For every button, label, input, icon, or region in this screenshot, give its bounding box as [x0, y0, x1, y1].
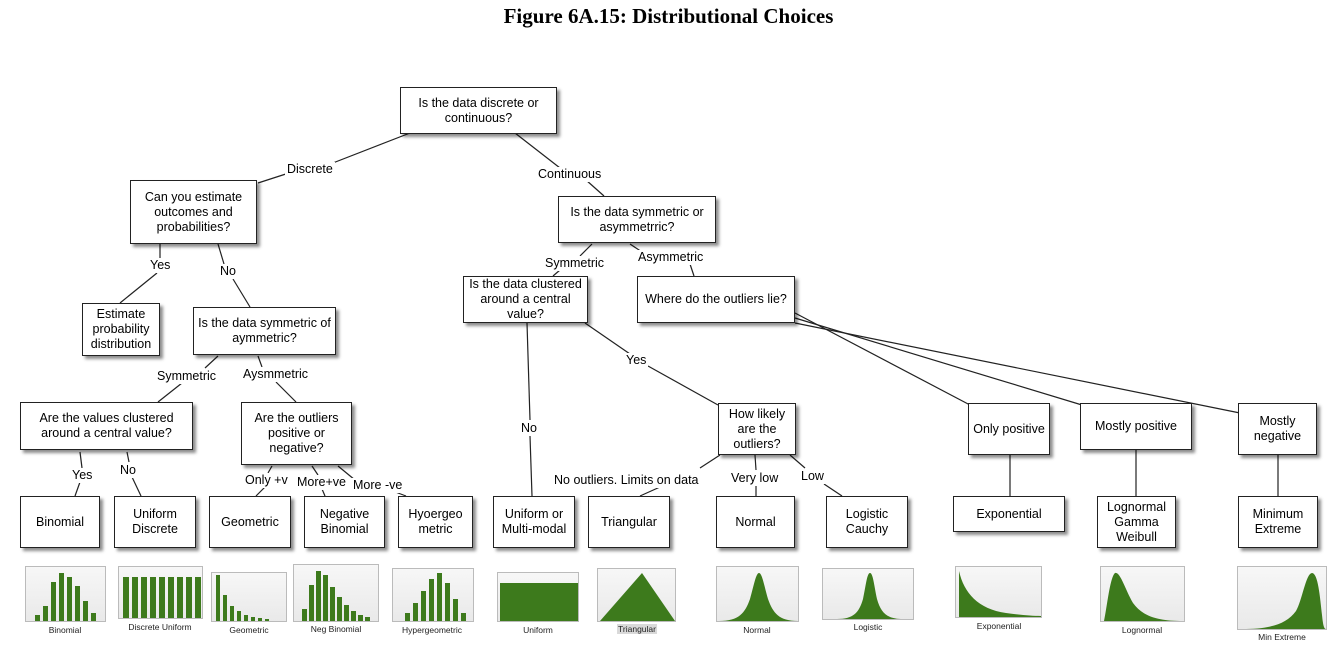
edge-label-no: No — [118, 463, 138, 478]
leaf-exponential: Exponential — [953, 496, 1065, 532]
edge-label-asymmetric: Asymmetric — [636, 250, 706, 265]
edge-label-more-positive: More+ve — [295, 475, 348, 490]
thumbnail-normal — [716, 566, 799, 622]
node-estimate-probability: Estimate probability distribution — [82, 303, 160, 356]
node-clustered-discrete: Are the values clustered around a centra… — [20, 402, 193, 450]
node-outliers-lie: Where do the outliers lie? — [637, 276, 795, 323]
thumbnail-geometric — [211, 572, 287, 622]
leaf-normal: Normal — [716, 496, 795, 548]
thumbnail-logistic — [822, 568, 914, 620]
thumbnail-label-geometric: Geometric — [229, 625, 269, 635]
edge-label-very-low: Very low — [729, 471, 781, 486]
node-discrete-symmetric: Is the data symmetric of aymmetric? — [193, 307, 336, 355]
edge-label-symmetric: Symmetric — [543, 256, 607, 271]
thumbnail-exponential — [955, 566, 1042, 618]
leaf-triangular: Triangular — [588, 496, 670, 548]
thumbnail-label-hypergeometric: Hypergeometric — [402, 625, 462, 635]
thumbnail-label-logistic: Logistic — [853, 622, 883, 632]
leaf-hypergeometric: Hyoergeo metric — [398, 496, 473, 548]
edge-label-low: Low — [799, 469, 826, 484]
leaf-logistic-cauchy: Logistic Cauchy — [826, 496, 908, 548]
leaf-binomial: Binomial — [20, 496, 100, 548]
edge-label-more-negative: More -ve — [351, 478, 405, 493]
thumbnail-label-min-extreme: Min Extreme — [1258, 632, 1306, 642]
node-estimate-outcomes: Can you estimate outcomes and probabilit… — [130, 180, 257, 244]
thumbnail-label-uniform: Uniform — [523, 625, 553, 635]
leaf-uniform-multimodal: Uniform or Multi-modal — [493, 496, 575, 548]
thumbnail-label-discrete-uniform: Discrete Uniform — [128, 622, 192, 632]
node-discrete-or-continuous: Is the data discrete or continuous? — [400, 87, 557, 134]
leaf-geometric: Geometric — [209, 496, 291, 548]
node-continuous-symmetric: Is the data symmetric or asymmetrric? — [558, 196, 716, 243]
node-how-likely: How likely are the outliers? — [718, 403, 796, 455]
leaf-minimum-extreme: Minimum Extreme — [1238, 496, 1318, 548]
thumbnail-triangular — [597, 568, 676, 622]
edge-label-yes: Yes — [624, 353, 649, 368]
thumbnail-label-binomial: Binomial — [48, 625, 82, 635]
thumbnail-hypergeometric — [392, 568, 474, 622]
node-clustered-continuous: Is the data clustered around a central v… — [463, 276, 588, 323]
node-outliers-pos-neg: Are the outliers positive or negative? — [241, 402, 352, 465]
thumbnail-uniform — [497, 572, 579, 622]
node-mostly-positive: Mostly positive — [1080, 403, 1192, 450]
thumbnail-min-extreme — [1237, 566, 1327, 630]
edge-label-no: No — [218, 264, 238, 279]
thumbnail-label-neg-binomial: Neg Binomial — [310, 624, 362, 634]
edge-label-only-positive: Only +v — [243, 473, 290, 488]
thumbnail-neg-binomial — [293, 564, 379, 622]
edge-label-yes: Yes — [148, 258, 173, 273]
edge-label-no-outliers: No outliers. Limits on data — [552, 473, 701, 488]
edge-label-yes: Yes — [70, 468, 95, 483]
edge-label-symmetric: Symmetric — [155, 369, 219, 384]
thumbnail-discrete-uniform — [118, 566, 203, 619]
thumbnail-lognormal — [1100, 566, 1185, 622]
node-only-positive: Only positive — [968, 403, 1050, 455]
thumbnail-label-exponential: Exponential — [976, 621, 1022, 631]
leaf-lognormal-gamma-weibull: Lognormal Gamma Weibull — [1097, 496, 1176, 548]
node-mostly-negative: Mostly negative — [1238, 403, 1317, 455]
thumbnail-label-lognormal: Lognormal — [1121, 625, 1163, 635]
figure-title: Figure 6A.15: Distributional Choices — [503, 4, 834, 28]
edge-label-no: No — [519, 421, 539, 436]
edge-label-continuous: Continuous — [536, 167, 604, 182]
edge-label-aysmmetric: Aysmmetric — [241, 367, 311, 382]
thumbnail-label-normal: Normal — [743, 625, 771, 635]
leaf-negative-binomial: Negative Binomial — [304, 496, 385, 548]
edge-label-discrete: Discrete — [285, 162, 335, 177]
thumbnail-binomial — [25, 566, 106, 622]
thumbnail-label-triangular: Triangular — [617, 624, 657, 634]
leaf-uniform-discrete: Uniform Discrete — [114, 496, 196, 548]
